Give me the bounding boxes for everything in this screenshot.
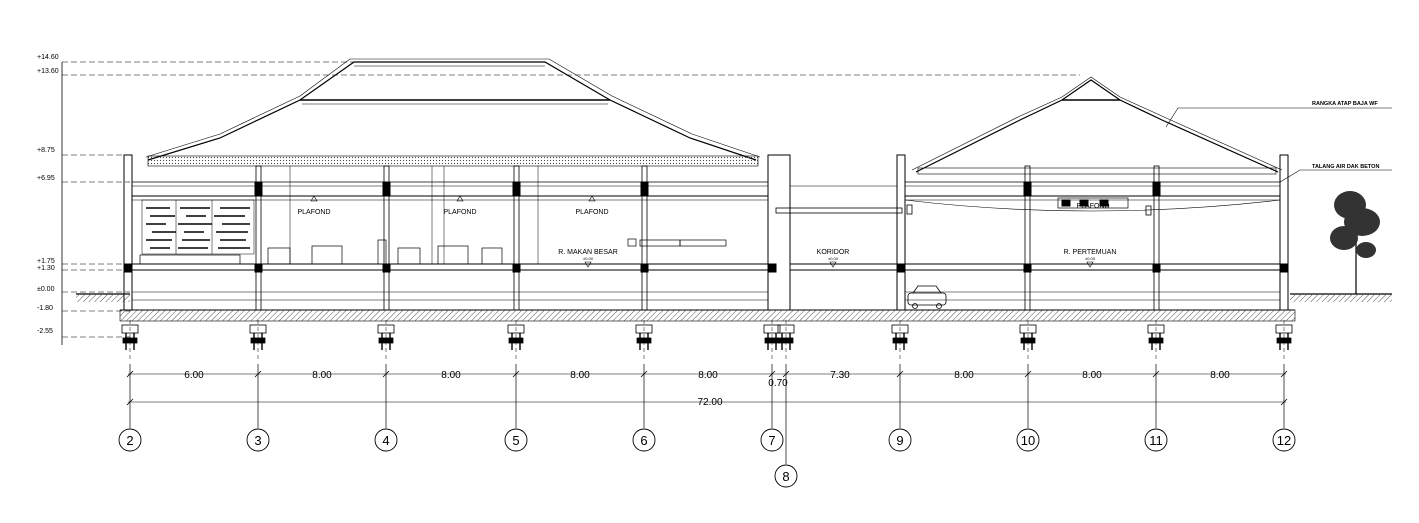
note-talang: TALANG AIR DAK BETON	[1312, 164, 1379, 170]
room-pertemuan-label: R. PERTEMUAN	[1064, 249, 1117, 256]
level-labels: +14.60 +13.60 +8.75 +6.95 +1.75 +1.30 ±0…	[37, 54, 59, 335]
level-label: +6.95	[37, 175, 55, 182]
dimension-label: 8.00	[1082, 370, 1102, 381]
pile-cap	[249, 324, 267, 334]
dimension-label: 8.00	[312, 370, 332, 381]
pile-cap	[1275, 324, 1293, 334]
room-koridor-level: ±0.00	[828, 256, 839, 261]
dimension-label: 0.70	[768, 378, 788, 389]
dimension-label: 8.00	[698, 370, 718, 381]
grid-label: 4	[382, 433, 389, 448]
plafond-label: PLAFOND	[1076, 203, 1109, 210]
pile-cap	[1147, 324, 1165, 334]
plafond-label: PLAFOND	[297, 209, 330, 216]
level-label: -1.80	[37, 305, 53, 312]
level-label: +1.30	[37, 265, 55, 272]
grid-label: 8	[782, 469, 789, 484]
grid-label: 3	[254, 433, 261, 448]
dimension-label: 8.00	[954, 370, 974, 381]
grid-bubble	[118, 428, 142, 452]
level-label: +14.60	[37, 54, 59, 61]
room-koridor-label: KORIDOR	[817, 249, 850, 256]
grid-bubble	[504, 428, 528, 452]
dimension-label: 6.00	[184, 370, 204, 381]
grid-lines	[129, 320, 1285, 464]
pile-cap	[891, 324, 909, 334]
corridor	[775, 185, 913, 271]
grid-label: 5	[512, 433, 519, 448]
pile-cap	[1019, 324, 1037, 334]
car-icon	[907, 285, 947, 309]
main-building	[123, 58, 791, 311]
level-label: +13.60	[37, 68, 59, 75]
level-lines	[61, 61, 1080, 345]
grid-bubble	[888, 428, 912, 452]
dimension-label: 8.00	[1210, 370, 1230, 381]
ground	[76, 293, 1392, 322]
grid-label: 6	[640, 433, 647, 448]
annotation-leaders	[1165, 107, 1392, 183]
grid-bubble	[246, 428, 270, 452]
dimension-label: 8.00	[570, 370, 590, 381]
dimension-labels: 6.00 8.00 8.00 8.00 8.00 0.70 7.30 8.00 …	[184, 370, 1230, 408]
grid-bubble	[760, 428, 784, 452]
dimension-label: 7.30	[830, 370, 850, 381]
pile-cap	[377, 324, 395, 334]
level-label: ±0.00	[37, 286, 55, 293]
grid-bubble	[774, 464, 798, 488]
level-label: -2.55	[37, 328, 53, 335]
tree-icon	[1330, 191, 1380, 294]
grid-bubble	[1016, 428, 1040, 452]
grid-label: 10	[1021, 433, 1035, 448]
room-pertemuan-level: ±0.00	[1085, 256, 1096, 261]
grid-bubble	[632, 428, 656, 452]
grid-label: 11	[1149, 433, 1163, 448]
note-rangka: RANGKA ATAP BAJA WF	[1312, 101, 1378, 107]
total-dimension: 72.00	[697, 397, 722, 408]
room-labels: PLAFOND PLAFOND PLAFOND PLAFOND R. MAKAN…	[297, 195, 1117, 268]
level-label: +8.75	[37, 147, 55, 154]
grid-label: 2	[126, 433, 133, 448]
grid-bubble	[374, 428, 398, 452]
grid-label: 7	[768, 433, 775, 448]
level-label: +1.75	[37, 258, 55, 265]
plafond-label: PLAFOND	[443, 209, 476, 216]
pile-cap	[777, 324, 795, 334]
dimension-label: 8.00	[441, 370, 461, 381]
pile-cap	[635, 324, 653, 334]
room-makan-label: R. MAKAN BESAR	[558, 249, 618, 256]
right-building	[896, 76, 1289, 311]
foundations	[121, 324, 1293, 350]
grid-bubble	[1272, 428, 1296, 452]
dimension-lines	[128, 373, 1286, 403]
grid-bubble	[1144, 428, 1168, 452]
plafond-label: PLAFOND	[575, 209, 608, 216]
pile-cap	[121, 324, 139, 334]
pile-cap	[507, 324, 525, 334]
grid-bubbles: 2 3 4 5 6 7 8 9 10 11 12	[118, 428, 1296, 488]
pile-cap	[763, 324, 781, 334]
grid-label: 9	[896, 433, 903, 448]
room-makan-level: ±0.00	[583, 256, 594, 261]
grid-label: 12	[1277, 433, 1291, 448]
